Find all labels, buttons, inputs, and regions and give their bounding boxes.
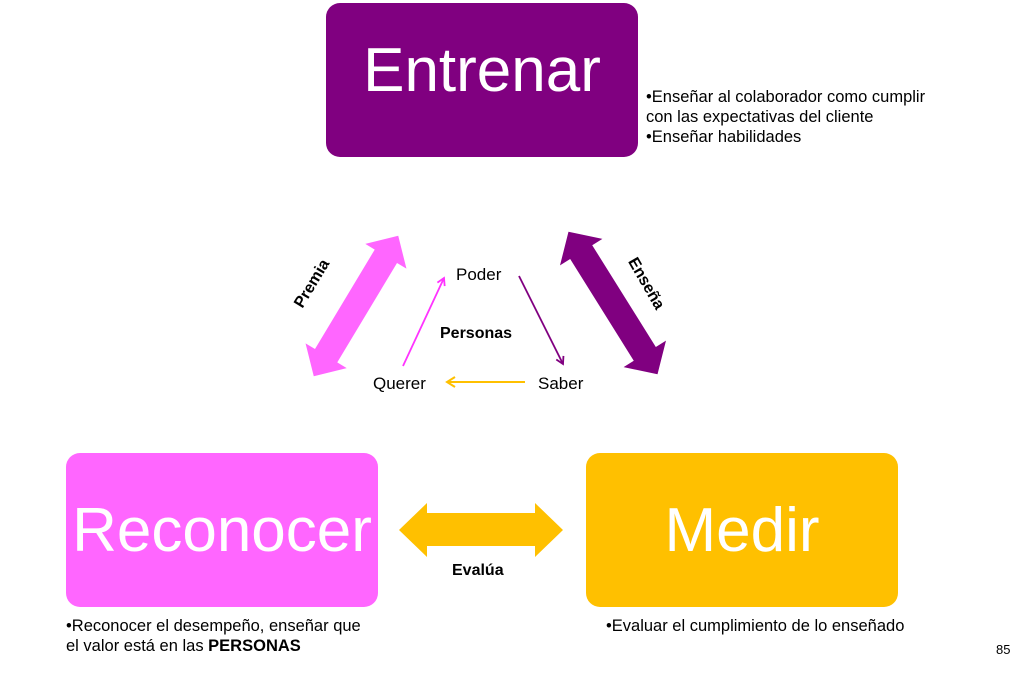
entrenar-note-line: con las expectativas del cliente — [646, 108, 874, 126]
reconocer-note-emphasis: PERSONAS — [208, 637, 301, 655]
medir-label: Medir — [664, 495, 820, 565]
evalua-label: Evalúa — [452, 562, 504, 579]
reconocer-note-line: •Reconocer el desempeño, enseñar que — [66, 617, 361, 635]
medir-note: •Evaluar el cumplimiento de lo enseñado — [606, 617, 905, 635]
entrenar-note: •Enseñar al colaborador como cumplir con… — [646, 87, 925, 147]
entrenar-note-line: •Enseñar al colaborador como cumplir — [646, 88, 926, 106]
reconocer-note-text: el valor está en las — [66, 637, 209, 655]
page-number: 85 — [996, 642, 1011, 657]
reconocer-box: Reconocer — [66, 453, 378, 607]
ensena-double-arrow — [560, 231, 666, 375]
premia-double-arrow — [305, 235, 407, 377]
querer-to-poder-arrow — [402, 276, 446, 367]
reconocer-note: •Reconocer el desempeño, enseñar que el … — [66, 616, 361, 656]
reconocer-note-line: el valor está en las PERSONAS — [66, 636, 361, 656]
saber-label: Saber — [538, 374, 584, 393]
medir-box: Medir — [586, 453, 898, 607]
evalua-double-arrow — [399, 503, 563, 557]
poder-label: Poder — [456, 265, 502, 284]
entrenar-box: Entrenar — [326, 3, 638, 157]
entrenar-note-line: •Enseñar habilidades — [646, 128, 802, 146]
poder-to-saber-arrow — [518, 275, 565, 366]
entrenar-label: Entrenar — [363, 35, 601, 105]
personas-title: Personas — [440, 325, 513, 342]
reconocer-label: Reconocer — [72, 495, 372, 565]
querer-label: Querer — [373, 374, 426, 393]
